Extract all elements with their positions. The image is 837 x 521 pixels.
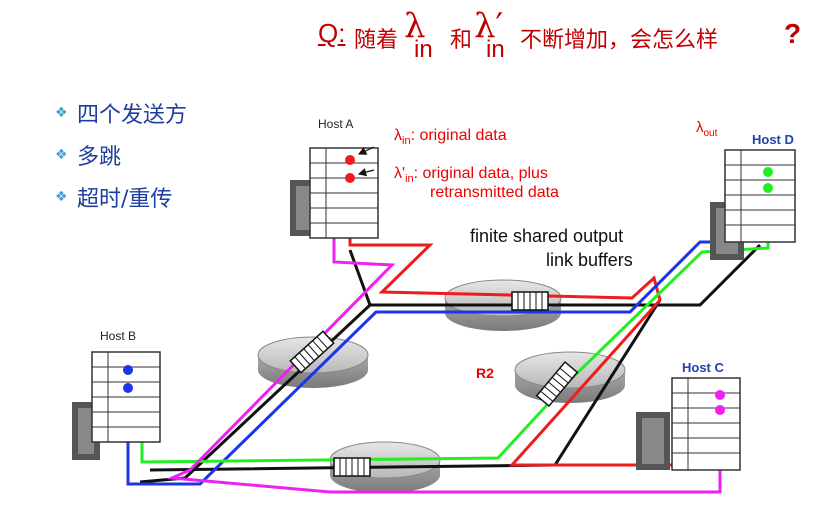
bullet-text: 超时/重传 (77, 187, 173, 212)
lambda-in-label: λin: original data (394, 127, 507, 147)
bullet-text: 多跳 (77, 145, 122, 170)
host-b-computer (72, 351, 161, 460)
q-label: Q: (318, 18, 346, 48)
buffers-label-line2: link buffers (546, 250, 633, 270)
host-d-computer (710, 149, 796, 260)
buffer-top (511, 291, 549, 311)
buffer-r2 (535, 360, 579, 408)
bullet-list: ❖ 四个发送方 ❖ 多跳 ❖ 超时/重传 (55, 92, 187, 218)
diamond-bullet-icon: ❖ (55, 189, 68, 205)
r2-label: R2 (476, 365, 494, 381)
lambda-symbol: λ (404, 6, 426, 46)
lambda-subscript: in (414, 36, 433, 63)
lambda-prime-subscript: in (486, 36, 505, 63)
buffer-left (289, 330, 335, 374)
lambda-prime-symbol: λ′ (474, 6, 504, 46)
bullet-item: ❖ 超时/重传 (55, 176, 187, 218)
retransmitted-label: retransmitted data (430, 184, 559, 201)
host-a-computer (290, 146, 379, 239)
title-text-1: 随着 (354, 28, 399, 53)
host-c-computer (636, 377, 741, 471)
question-mark: ? (784, 18, 802, 49)
flow-red (348, 160, 714, 467)
host-c-label: Host C (682, 360, 725, 375)
title-text-2: 和 (450, 28, 473, 53)
bullet-item: ❖ 多跳 (55, 134, 187, 176)
lambda-prime-in-label: λ'in: original data, plus (394, 165, 548, 185)
host-a-label: Host A (318, 117, 353, 131)
host-d-label: Host D (752, 132, 794, 147)
title-text-3: 不断增加，会怎么样 (520, 28, 719, 53)
buffers-label-line1: finite shared output (470, 226, 623, 246)
flow-magenta (166, 162, 732, 494)
bullet-text: 四个发送方 (77, 103, 188, 128)
diamond-bullet-icon: ❖ (55, 105, 68, 121)
host-b-label: Host B (100, 329, 136, 343)
buffer-bottom (333, 457, 371, 477)
lambda-out-label: λout (696, 119, 718, 139)
bullet-item: ❖ 四个发送方 (55, 92, 187, 134)
diamond-bullet-icon: ❖ (55, 147, 68, 163)
